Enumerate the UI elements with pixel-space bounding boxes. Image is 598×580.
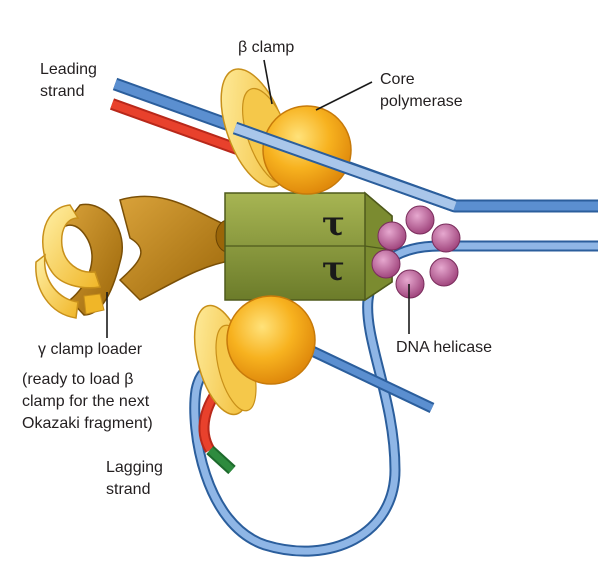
leading-template-strand: [112, 77, 598, 213]
clamp-loader-note-line3: Okazaki fragment): [22, 415, 153, 432]
core-polymerase-label-line2: polymerase: [380, 93, 463, 110]
leading-strand-label-line1: Leading: [40, 61, 97, 78]
dna-helicase: [371, 205, 461, 299]
leading-template-overlay: [232, 121, 458, 213]
core-polymerase-label-line1: Core: [380, 71, 415, 88]
gamma-clamp-loader: [61, 195, 241, 316]
clamp-loader-note-line1: (ready to load β: [22, 371, 134, 388]
gamma-clamp-loader-label: γ clamp loader: [38, 341, 143, 358]
dna-helicase-label: DNA helicase: [396, 339, 493, 356]
tau-label-top: τ: [322, 204, 345, 244]
leader-lines: [106, 59, 410, 338]
lower-core-polymerase: [226, 295, 316, 385]
lagging-strand-label-line2: strand: [106, 481, 151, 498]
lagging-strand-segment: [307, 345, 435, 413]
tau-complex: τ τ: [224, 191, 393, 302]
clamp-loader-note-line2: clamp for the next: [22, 393, 150, 410]
open-beta-clamp: [35, 204, 105, 319]
beta-clamp-label: β clamp: [238, 39, 295, 56]
new-leading-strand: [109, 98, 243, 156]
tau-label-bottom: τ: [322, 249, 345, 289]
lagging-strand-label-line1: Lagging: [106, 459, 163, 476]
leading-strand-label-line2: strand: [40, 83, 85, 100]
